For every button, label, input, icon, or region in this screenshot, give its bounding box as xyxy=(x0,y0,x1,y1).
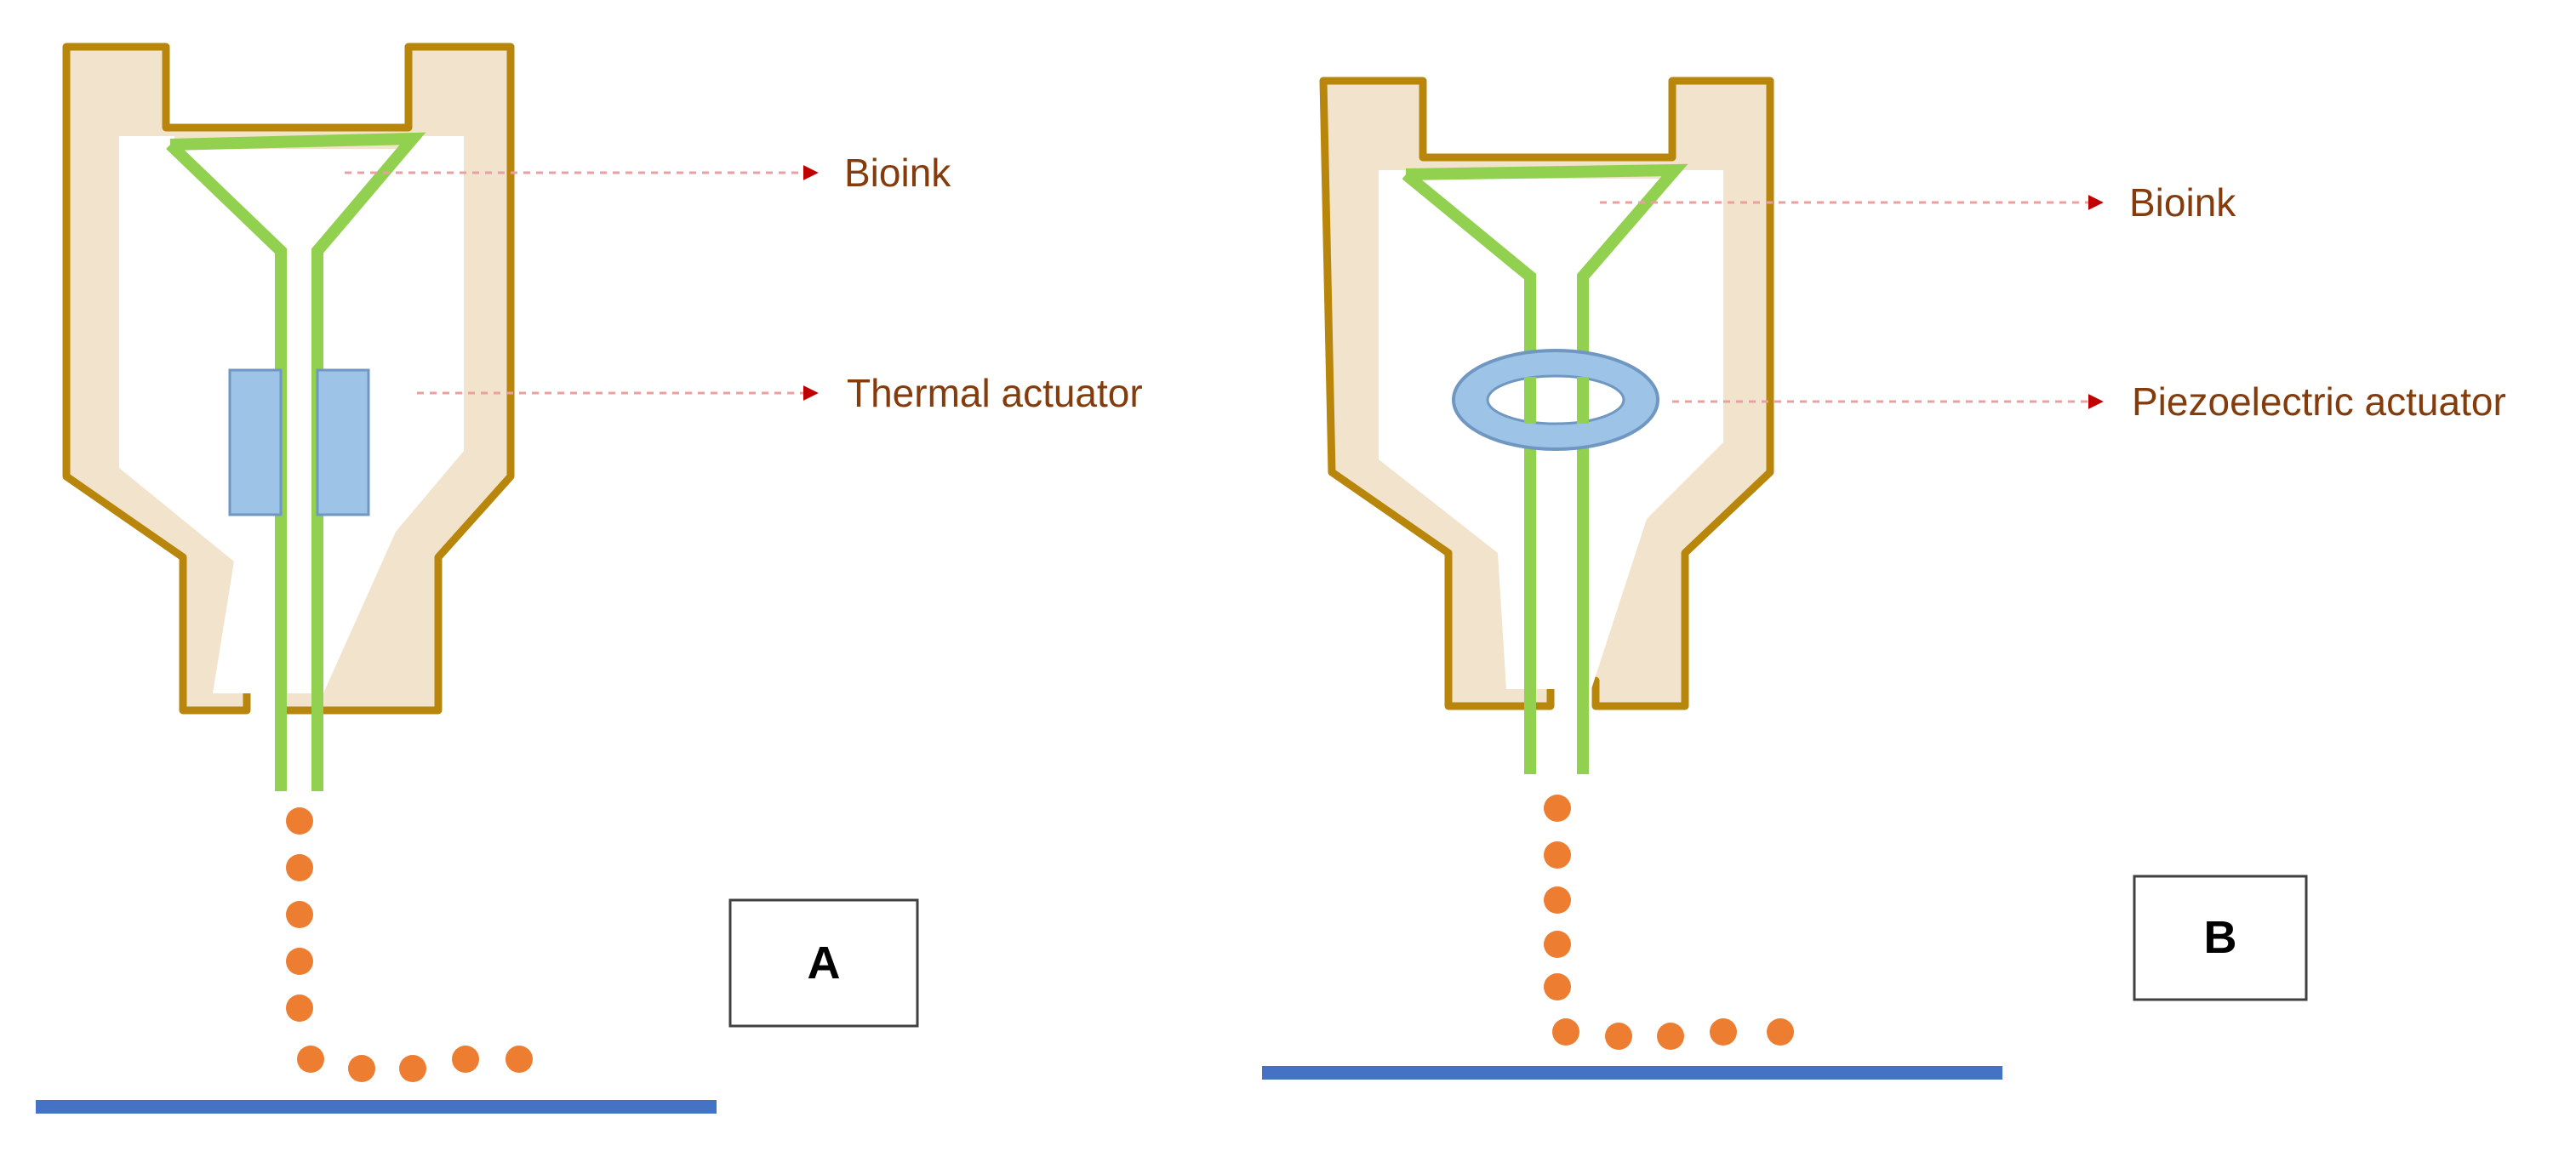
droplet xyxy=(1657,1023,1684,1050)
bioink-channel-a xyxy=(166,132,426,791)
substrate-b xyxy=(1262,1066,2002,1080)
droplet xyxy=(1544,795,1571,822)
bioink-channel-b-over-ring xyxy=(1524,377,1589,424)
droplet xyxy=(297,1046,324,1073)
droplet xyxy=(286,948,313,975)
bioink-label-b: Bioink xyxy=(2129,180,2236,225)
droplet xyxy=(286,807,313,835)
droplet xyxy=(399,1055,426,1082)
droplet xyxy=(286,901,313,928)
droplet xyxy=(1544,841,1571,869)
actuator-label-a: Thermal actuator xyxy=(847,371,1143,415)
droplet xyxy=(1544,886,1571,914)
droplet xyxy=(286,995,313,1022)
droplet xyxy=(1552,1018,1579,1046)
droplet xyxy=(286,854,313,881)
droplet xyxy=(1544,931,1571,958)
panel-b: Bioink Piezoelectric actuator B xyxy=(1262,77,2506,1080)
actuator-label-b: Piezoelectric actuator xyxy=(2132,379,2506,424)
droplet xyxy=(505,1046,533,1073)
droplet xyxy=(1544,973,1571,1000)
nozzle-chamber-a xyxy=(119,136,464,693)
droplet-stream-b xyxy=(1544,795,1794,1050)
bioink-label-a: Bioink xyxy=(844,151,951,195)
thermal-actuator-left-block xyxy=(228,368,283,516)
substrate-a xyxy=(36,1100,717,1114)
panel-letter-a: A xyxy=(808,938,841,989)
droplet xyxy=(1710,1018,1737,1046)
panel-a: Bioink Thermal actuator A xyxy=(36,43,1143,1114)
bioink-channel-b xyxy=(1402,163,1688,774)
droplet xyxy=(452,1046,479,1073)
droplet xyxy=(348,1055,375,1082)
droplet-stream-a xyxy=(286,807,533,1082)
panel-label-box-a xyxy=(728,898,919,1028)
droplet xyxy=(1605,1023,1632,1050)
panel-label-box-b xyxy=(2133,875,2308,1001)
thermal-actuator-right-block xyxy=(316,368,370,516)
droplet xyxy=(1767,1018,1794,1046)
panel-letter-b: B xyxy=(2204,912,2237,963)
piezoelectric-actuator-hole xyxy=(1486,374,1625,425)
